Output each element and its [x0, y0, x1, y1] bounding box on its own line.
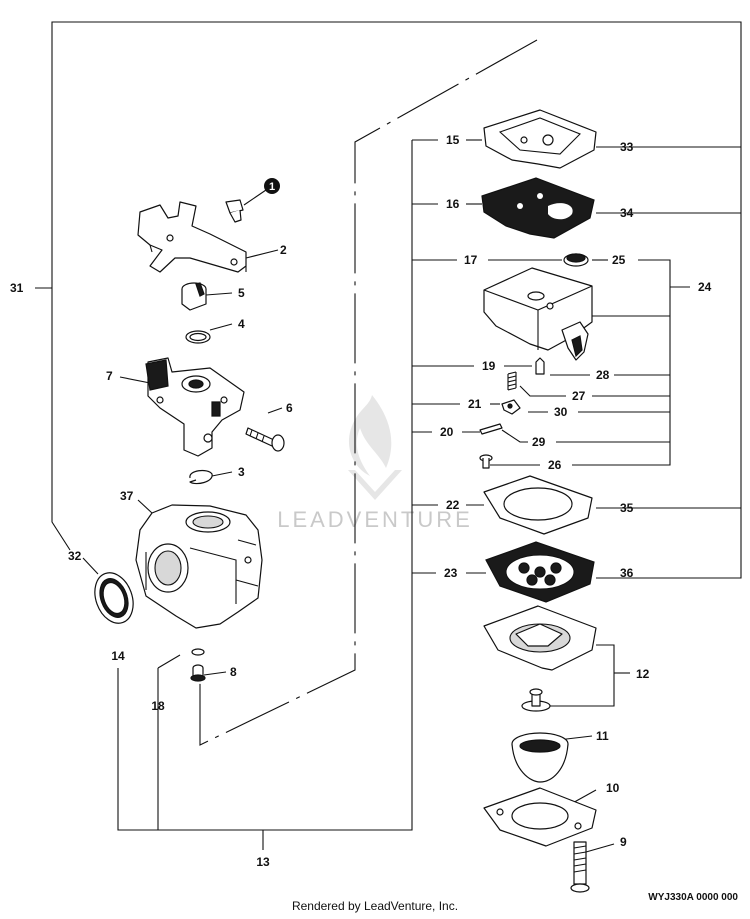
- assembly-bracket-13: [117, 140, 413, 850]
- callout-34[interactable]: 34: [620, 206, 634, 220]
- part-oring-4: [185, 330, 211, 344]
- part-primer-bulb-11: [511, 732, 569, 783]
- part-gasket-15: [483, 109, 597, 169]
- callout-31[interactable]: 31: [10, 281, 24, 295]
- callout-18[interactable]: 18: [151, 699, 165, 713]
- part-screw-9: [570, 841, 590, 893]
- part-diaphragm-23: [485, 541, 595, 603]
- callout-23[interactable]: 23: [444, 566, 458, 580]
- callout-36[interactable]: 36: [620, 566, 634, 580]
- part-lever-30: [501, 399, 521, 415]
- callout-10[interactable]: 10: [606, 781, 620, 795]
- callout-29[interactable]: 29: [532, 435, 546, 449]
- callout-7[interactable]: 7: [106, 369, 113, 383]
- part-oring-18: [191, 648, 205, 656]
- callout-33[interactable]: 33: [620, 140, 634, 154]
- part-pin-29: [479, 423, 503, 435]
- callout-2[interactable]: 2: [280, 243, 287, 257]
- part-pump-body-24: [483, 267, 593, 361]
- callout-4[interactable]: 4: [238, 317, 245, 331]
- callout-24[interactable]: 24: [698, 280, 712, 294]
- part-throttle-body-7: [145, 357, 245, 457]
- part-valve-5: [181, 282, 207, 311]
- callout-16[interactable]: 16: [446, 197, 460, 211]
- assembly-bracket-24: [490, 259, 690, 466]
- callout-37[interactable]: 37: [120, 489, 134, 503]
- callout-26[interactable]: 26: [548, 458, 562, 472]
- assembly-bracket-12: [548, 644, 630, 707]
- callout-25[interactable]: 25: [612, 253, 626, 267]
- callout-1-badge[interactable]: 1: [264, 178, 280, 194]
- callout-15[interactable]: 15: [446, 133, 460, 147]
- part-ring-32: [94, 572, 134, 624]
- part-gasket-22: [483, 475, 593, 535]
- part-valve-12b: [521, 688, 551, 712]
- part-screw-1: [225, 199, 244, 223]
- callout-9[interactable]: 9: [620, 835, 627, 849]
- watermark-text: LEADVENTURE: [277, 507, 473, 532]
- callout-17[interactable]: 17: [464, 253, 478, 267]
- callout-32[interactable]: 32: [68, 549, 82, 563]
- callout-6[interactable]: 6: [286, 401, 293, 415]
- callout-22[interactable]: 22: [446, 498, 460, 512]
- callout-30[interactable]: 30: [554, 405, 568, 419]
- callout-8[interactable]: 8: [230, 665, 237, 679]
- callout-1: 1: [269, 181, 275, 193]
- diagram-id: WYJ330A 0000 000: [648, 892, 738, 903]
- spine-ticks: [412, 139, 562, 574]
- callout-28[interactable]: 28: [596, 368, 610, 382]
- part-screw-6: [245, 427, 285, 452]
- watermark-logo: [348, 395, 402, 500]
- callout-11[interactable]: 11: [596, 729, 609, 743]
- part-clip-3: [189, 469, 213, 485]
- callout-14[interactable]: 14: [111, 649, 125, 663]
- part-screen-25: [563, 253, 589, 267]
- part-screw-26: [479, 454, 493, 469]
- callout-3[interactable]: 3: [238, 465, 245, 479]
- part-spring-27: [507, 371, 517, 391]
- part-cover-12: [483, 605, 597, 671]
- callout-5[interactable]: 5: [238, 286, 245, 300]
- perspective-dashed-line: [199, 39, 538, 746]
- part-needle-28: [535, 357, 545, 375]
- callout-27[interactable]: 27: [572, 389, 586, 403]
- part-bracket-plate-2: [137, 201, 247, 273]
- callout-12[interactable]: 12: [636, 667, 650, 681]
- part-carburetor-body-37: [135, 504, 263, 629]
- callout-13[interactable]: 13: [256, 855, 270, 869]
- footer-credit: Rendered by LeadVenture, Inc.: [291, 899, 459, 913]
- part-diaphragm-16: [481, 177, 595, 239]
- callout-35[interactable]: 35: [620, 501, 634, 515]
- part-primer-cover-10: [483, 787, 597, 847]
- callout-20[interactable]: 20: [440, 425, 454, 439]
- part-jet-8: [190, 664, 206, 682]
- assembly-bracket-31: [35, 21, 742, 579]
- callout-19[interactable]: 19: [482, 359, 496, 373]
- leader-lines: [82, 189, 615, 853]
- callout-21[interactable]: 21: [468, 397, 482, 411]
